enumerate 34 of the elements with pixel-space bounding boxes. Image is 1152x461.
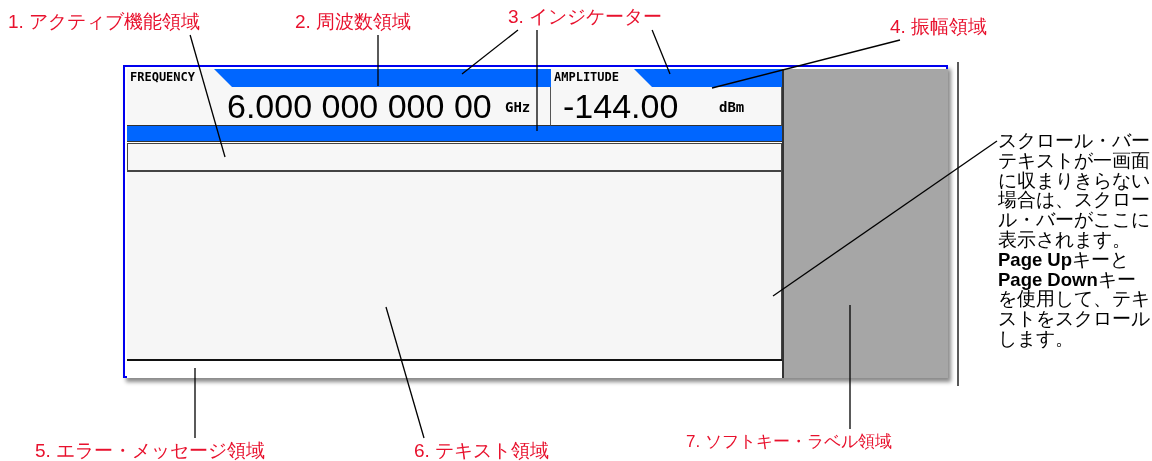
callout-label: 3. インジケーター	[508, 5, 663, 29]
display-screen	[123, 65, 948, 378]
leader-line	[461, 29, 519, 75]
indicator-bar	[127, 126, 782, 142]
softkey-panel	[782, 69, 948, 378]
panel-title: FREQUENCY	[130, 70, 196, 84]
leader-line	[772, 140, 998, 297]
leader-line	[377, 34, 379, 87]
note-heading: スクロール・バー	[998, 131, 1150, 151]
callout-label: 4. 振幅領域	[890, 15, 988, 39]
callout-label: 1. アクティブ機能領域	[8, 10, 201, 34]
leader-line	[536, 29, 538, 132]
leader-line	[651, 29, 671, 75]
leader-line	[385, 306, 425, 439]
leader-line	[189, 34, 226, 158]
unit-label: GHz	[505, 99, 531, 115]
indicator-tab	[214, 69, 551, 87]
readout-panel	[127, 69, 551, 126]
text-area	[127, 171, 782, 359]
callout-label: 2. 周波数領域	[295, 10, 412, 34]
leader-line	[711, 39, 901, 89]
indicator-tab	[634, 69, 782, 87]
readout-panel	[551, 69, 782, 126]
callout-label: 7. ソフトキー・ラベル領域	[686, 430, 892, 454]
callout-label: 5. エラー・メッセージ領域	[35, 439, 266, 461]
panel-title: AMPLITUDE	[554, 70, 620, 84]
readout-value: 6.000 000 000 00	[227, 87, 492, 125]
readout-value: -144.00	[563, 87, 679, 125]
leader-line	[194, 367, 196, 439]
note-text: テキストが一画面に収まりきらない場合は、スクロール・バーがここに表示されます。Page UpキーとPage Downキーを使用して、テキストをスクロールします。	[998, 150, 1150, 349]
leader-line	[849, 304, 851, 430]
active-function-box	[127, 143, 782, 171]
callout-label: 6. テキスト領域	[414, 439, 550, 461]
unit-label: dBm	[719, 99, 745, 115]
